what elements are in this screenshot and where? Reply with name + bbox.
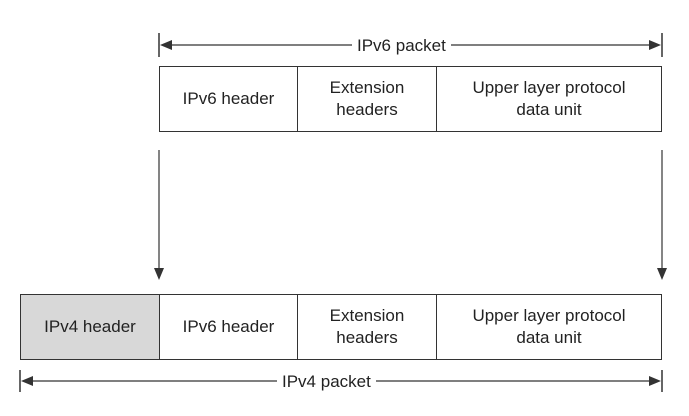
ipv6-packet-upper-layer-text: Upper layer protocol data unit — [472, 78, 626, 119]
ipv4-packet-left-arrowhead — [21, 376, 33, 386]
ipv4-packet-right-arrowhead — [649, 376, 661, 386]
ipv4-packet-ipv6-header-text: IPv6 header — [182, 317, 275, 336]
left-mapping-arrowhead — [154, 268, 164, 280]
ipv4-packet-ipv4-header-box: IPv4 header — [20, 294, 160, 360]
ipv4-packet-ipv4-header-text: IPv4 header — [44, 317, 136, 336]
ipv6-packet-right-arrowhead — [649, 40, 661, 50]
ipv6-packet-label: IPv6 packet — [352, 36, 451, 56]
ipv6-packet-extension-headers-text: Extension headers — [329, 78, 405, 119]
ipv4-packet-extension-headers-box: Extension headers — [297, 294, 437, 360]
ipv4-packet-extension-headers-text: Extension headers — [329, 306, 405, 347]
ipv6-packet-ipv6-header-box: IPv6 header — [159, 66, 298, 132]
ipv6-packet-upper-layer-box: Upper layer protocol data unit — [436, 66, 662, 132]
ipv4-packet-label: IPv4 packet — [277, 372, 376, 392]
ipv6-packet-left-arrowhead — [160, 40, 172, 50]
ipv6-packet-extension-headers-box: Extension headers — [297, 66, 437, 132]
ipv4-packet-upper-layer-box: Upper layer protocol data unit — [436, 294, 662, 360]
right-mapping-arrowhead — [657, 268, 667, 280]
ipv6-packet-ipv6-header-text: IPv6 header — [182, 89, 275, 108]
ipv4-packet-ipv6-header-box: IPv6 header — [159, 294, 298, 360]
ipv4-packet-upper-layer-text: Upper layer protocol data unit — [472, 306, 626, 347]
